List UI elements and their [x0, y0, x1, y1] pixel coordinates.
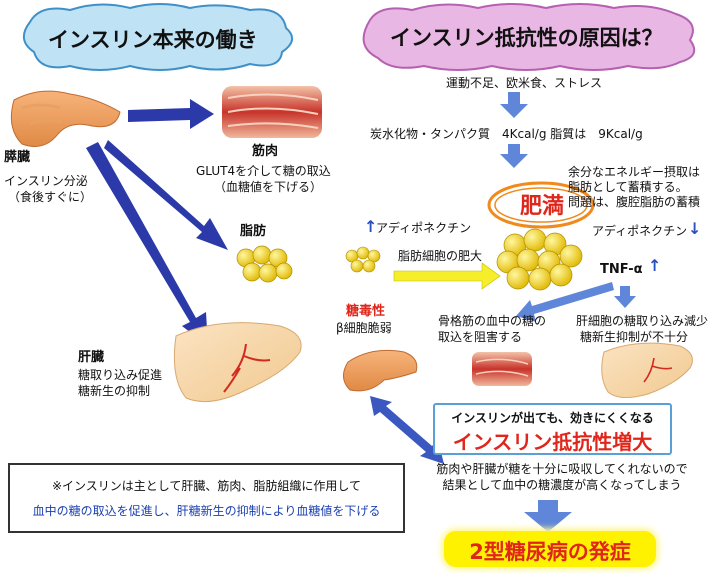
result-line1: 筋肉や肝臓が糖を十分に吸収してくれないので	[436, 462, 688, 476]
ir-line1: インスリンが出ても、効きにくくなる	[451, 411, 654, 425]
diabetes-banner: 2型糖尿病の発症	[444, 531, 656, 567]
diabetes-label: 2型糖尿病の発症	[469, 540, 631, 564]
adiponectin-right: アディポネクチン	[592, 224, 688, 238]
arrow-to-fat	[104, 140, 228, 250]
liver-image-right	[601, 342, 693, 398]
muscle-image-right	[472, 352, 532, 386]
tnf-up-icon: ↑	[648, 256, 662, 275]
excess-line1: 余分なエネルギー摂取は	[568, 165, 701, 179]
adiponectin-left: アディポネクチン	[376, 221, 472, 235]
liver-desc2: 糖新生の抑制	[78, 384, 151, 398]
pancreas-sub1: インスリン分泌	[4, 174, 88, 188]
note-line2: 血中の糖の取込を促進し、肝糖新生の抑制により血糖値を下げる	[32, 504, 381, 518]
fat-image-left	[236, 245, 293, 283]
up-arrow-icon: ↑	[364, 217, 378, 236]
right-title: インスリン抵抗性の原因は？	[390, 26, 663, 50]
liver-label: 肝臓	[78, 350, 105, 365]
glucotox-line2: β細胞脆弱	[336, 321, 392, 335]
arrow-to-diabetes	[524, 500, 572, 532]
fat-large-right	[496, 228, 583, 291]
liver-image-left	[173, 322, 302, 403]
pancreas-image-right	[343, 349, 418, 392]
muscle-desc2: （血糖値を下げる）	[214, 180, 323, 194]
pancreas-label: 膵臓	[4, 150, 31, 165]
right-title-cloud	[362, 3, 696, 71]
insulin-resistance-box: インスリンが出ても、効きにくくなる インスリン抵抗性増大	[433, 403, 672, 455]
note-line1: ※インスリンは主として肝臓、筋肉、脂肪組織に作用して	[51, 479, 362, 493]
arrow-yellow	[393, 262, 501, 290]
down-arrow-icon: ↓	[688, 219, 702, 238]
liver-effect-line1: 肝細胞の糖取り込み減少	[576, 314, 709, 328]
arrow-to-muscle	[128, 99, 214, 129]
excess-line2: 脂肪として蓄積する。	[568, 180, 688, 194]
liver-effect-line2: 糖新生抑制が不十分	[580, 330, 689, 344]
obesity-label: 肥満	[519, 194, 564, 219]
muscle-image-left	[222, 86, 322, 138]
muscle-effect-line2: 取込を阻害する	[438, 330, 523, 344]
fat-small-right	[345, 246, 381, 273]
obesity-ellipse	[487, 181, 595, 229]
fat-label: 脂肪	[240, 224, 267, 239]
excess-line3: 問題は、腹腔脂肪の蓄積	[568, 195, 701, 209]
ir-line2: インスリン抵抗性増大	[452, 430, 653, 454]
arrow-tnf-to-muscle	[516, 282, 614, 322]
liver-desc1: 糖取り込み促進	[78, 368, 163, 382]
arrow-down-1	[500, 92, 528, 118]
calories-text: 炭水化物・タンパク質 4Kcal/g 脂質は 9Kcal/g	[370, 127, 643, 141]
arrow-to-liver	[86, 142, 208, 346]
causes-text: 運動不足、欧米食、ストレス	[446, 76, 603, 90]
result-line2: 結果として血中の糖濃度が高くなってしまう	[442, 478, 682, 492]
adipocyte-label: 脂肪細胞の肥大	[398, 249, 483, 263]
muscle-desc1: GLUT4を介して糖の取込	[196, 164, 331, 178]
left-title: インスリン本来の働き	[48, 28, 258, 52]
left-title-cloud	[23, 3, 293, 71]
double-arrow	[370, 396, 444, 464]
muscle-effect-line1: 骨格筋の血中の糖の	[438, 314, 547, 328]
pancreas-sub2: （食後すぐに）	[8, 190, 93, 204]
arrow-down-2	[500, 144, 528, 168]
glucotox-line1: 糖毒性	[346, 304, 386, 319]
pancreas-image	[10, 90, 121, 147]
arrow-tnf-to-liver	[614, 286, 636, 308]
note-box: ※インスリンは主として肝臓、筋肉、脂肪組織に作用して 血中の糖の取込を促進し、肝…	[8, 463, 405, 533]
tnf-label: TNF-α	[600, 262, 643, 277]
muscle-label: 筋肉	[252, 144, 279, 159]
